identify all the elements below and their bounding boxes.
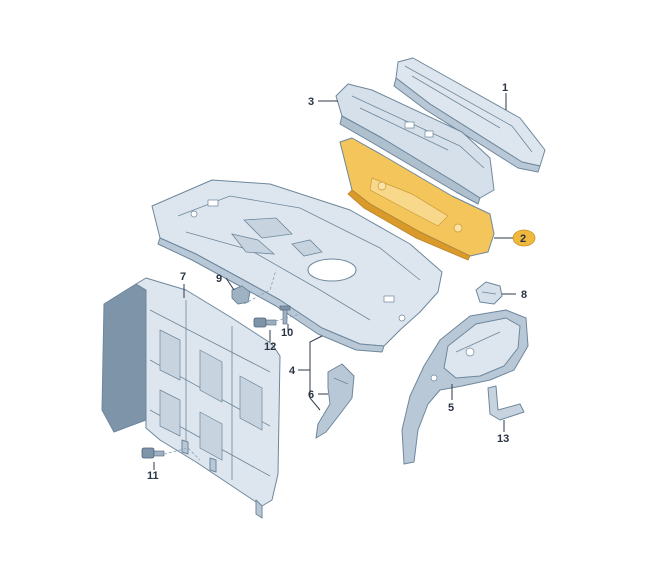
callout-2-badge: 2 bbox=[512, 229, 536, 247]
part-1-cross-member bbox=[393, 57, 546, 173]
part-3-reinforcement bbox=[335, 83, 495, 205]
callout-3: 3 bbox=[308, 96, 314, 108]
part-13-bracket bbox=[487, 385, 525, 421]
part-2-highlighted-panel bbox=[339, 137, 495, 261]
part-8-bracket bbox=[475, 281, 503, 305]
assembly-dashed-lines bbox=[163, 269, 301, 461]
part-7-rear-panel bbox=[101, 277, 281, 519]
callout-11: 11 bbox=[147, 470, 159, 482]
callout-4: 4 bbox=[289, 365, 296, 377]
parcel-shelf-panel bbox=[151, 179, 443, 353]
callout-12: 12 bbox=[264, 341, 276, 353]
callout-5: 5 bbox=[448, 402, 454, 414]
callout-9: 9 bbox=[216, 273, 222, 285]
callout-10: 10 bbox=[281, 327, 293, 339]
part-11-bolt bbox=[141, 447, 165, 459]
part-10-stud bbox=[279, 305, 291, 325]
callout-8: 8 bbox=[521, 289, 527, 301]
callout-6: 6 bbox=[308, 389, 314, 401]
part-9-clip bbox=[231, 285, 251, 305]
part-6-side-bracket bbox=[315, 363, 355, 439]
callout-2: 2 bbox=[520, 233, 526, 245]
part-5-wheel-arch bbox=[401, 309, 529, 465]
callout-labels: 1 3 2 8 7 9 10 12 4 6 5 13 11 bbox=[147, 82, 536, 482]
callout-13: 13 bbox=[497, 433, 509, 445]
callout-1: 1 bbox=[502, 82, 508, 94]
part-12-bolt bbox=[253, 317, 277, 328]
callout-7: 7 bbox=[180, 271, 186, 283]
leader-lines bbox=[153, 93, 516, 470]
